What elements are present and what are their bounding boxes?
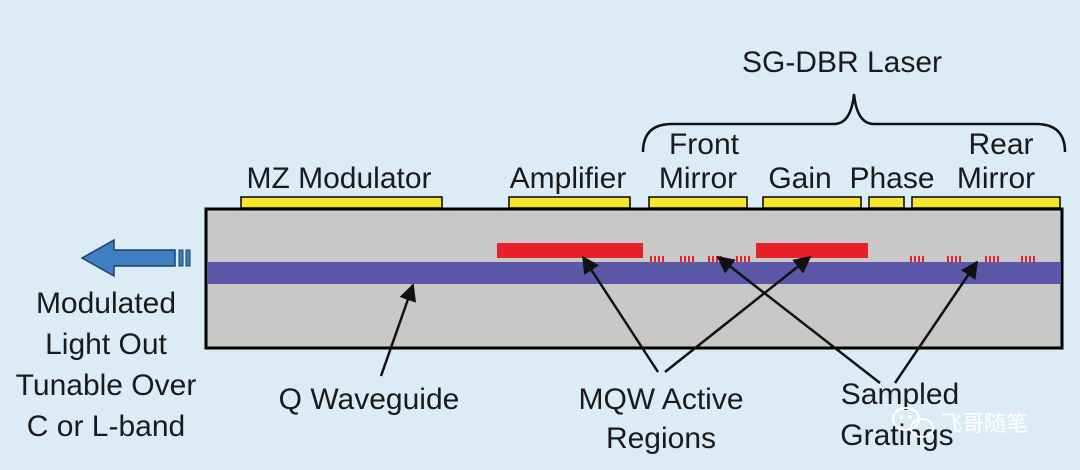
q-waveguide-pointer [379, 283, 417, 377]
sampled-pointer-front [716, 255, 881, 384]
output-label-line1: Modulated [36, 287, 176, 320]
grating-tooth [712, 256, 714, 262]
rear-mirror-label-line1: Rear [968, 128, 1033, 161]
output-arrow-icon [80, 238, 191, 278]
mqw-pointer-amplifier [581, 255, 660, 373]
grating-tooth [997, 256, 999, 262]
phase-contact [868, 196, 905, 209]
watermark-text: 飞哥随笔 [940, 412, 1028, 437]
amplifier-contact [508, 196, 631, 209]
mqw-label-line2: Regions [606, 422, 716, 455]
laser-title: SG-DBR Laser [742, 46, 942, 79]
rear-mirror-label-line2: Mirror [957, 162, 1035, 195]
sampled-gratings-rear [910, 256, 1035, 262]
grating-burst [1021, 256, 1035, 262]
grating-tooth [955, 256, 957, 262]
grating-tooth [716, 256, 718, 262]
q-waveguide-label: Q Waveguide [279, 383, 460, 416]
grating-tooth [947, 256, 949, 262]
gain-label: Gain [768, 162, 831, 195]
mz-modulator-label: MZ Modulator [246, 162, 431, 195]
grating-burst [736, 256, 750, 262]
grating-tooth [684, 256, 686, 262]
watermark: 飞哥随笔 [892, 407, 1028, 438]
grating-tooth [1029, 256, 1031, 262]
output-label-line4: C or L-band [27, 410, 185, 443]
laser-brace [641, 93, 1067, 153]
mqw-gain-region [756, 243, 868, 258]
sampled-label-line1: Sampled [841, 378, 959, 411]
front-mirror-label-line2: Mirror [659, 162, 737, 195]
q-waveguide-layer [207, 262, 1061, 284]
output-label-line2: Light Out [45, 328, 167, 361]
grating-tooth [993, 256, 995, 262]
grating-burst [947, 256, 961, 262]
output-label-line3: Tunable Over [16, 369, 197, 402]
grating-tooth [650, 256, 652, 262]
grating-tooth [1025, 256, 1027, 262]
grating-burst [680, 256, 694, 262]
grating-tooth [748, 256, 750, 262]
grating-tooth [918, 256, 920, 262]
grating-tooth [658, 256, 660, 262]
sampled-label-line2: Gratings [840, 419, 953, 452]
grating-tooth [688, 256, 690, 262]
mz-modulator-contact [240, 196, 443, 209]
grating-burst [985, 256, 999, 262]
front-mirror-label-line1: Front [669, 128, 740, 161]
grating-tooth [654, 256, 656, 262]
grating-tooth [708, 256, 710, 262]
grating-tooth [1021, 256, 1023, 262]
sampled-gratings-front [650, 256, 750, 262]
wechat-icon [892, 407, 934, 438]
grating-tooth [910, 256, 912, 262]
grating-tooth [740, 256, 742, 262]
grating-tooth [736, 256, 738, 262]
mqw-label-line1: MQW Active [578, 383, 743, 416]
grating-tooth [744, 256, 746, 262]
grating-tooth [1033, 256, 1035, 262]
sampled-pointer-rear [893, 260, 979, 384]
gain-contact [762, 196, 862, 209]
amplifier-label: Amplifier [510, 162, 627, 195]
grating-tooth [922, 256, 924, 262]
grating-tooth [662, 256, 664, 262]
mqw-amplifier-region [497, 243, 643, 258]
grating-tooth [680, 256, 682, 262]
phase-label: Phase [849, 162, 934, 195]
grating-tooth [989, 256, 991, 262]
grating-tooth [959, 256, 961, 262]
grating-tooth [951, 256, 953, 262]
mqw-pointer-gain [664, 255, 812, 373]
grating-tooth [692, 256, 694, 262]
grating-tooth [914, 256, 916, 262]
rear-mirror-contact [911, 196, 1061, 209]
front-mirror-contact [648, 196, 748, 209]
grating-burst [910, 256, 924, 262]
grating-tooth [985, 256, 987, 262]
grating-burst [650, 256, 664, 262]
